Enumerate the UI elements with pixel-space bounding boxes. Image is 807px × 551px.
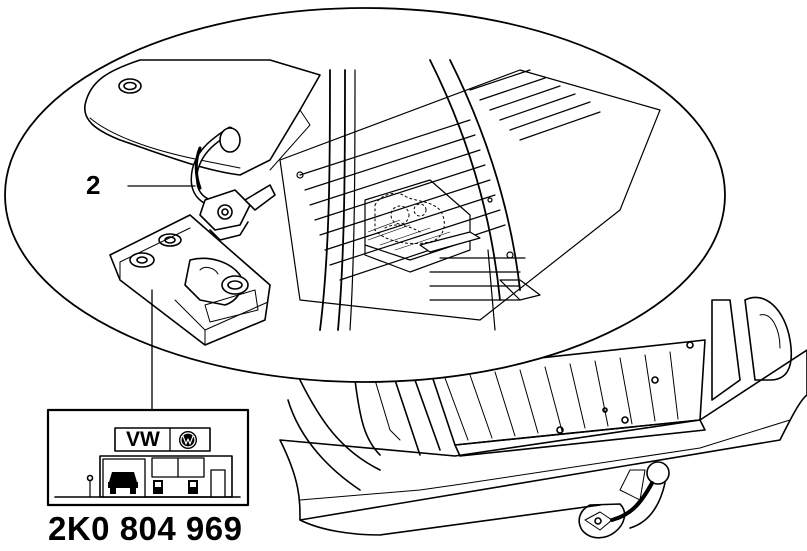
jack-tool xyxy=(199,184,276,241)
vehicle-rear xyxy=(279,296,807,536)
screw-icon xyxy=(118,78,142,94)
foam-tool-tray xyxy=(109,214,271,346)
trim-cover xyxy=(84,59,321,176)
dealer-sign-text: VW xyxy=(126,428,160,451)
tow-hitch xyxy=(578,461,670,539)
part-number: 2K0 804 969 xyxy=(48,510,243,547)
floor-detail xyxy=(279,59,661,331)
tow-ball xyxy=(646,461,670,485)
nut-icon xyxy=(217,204,233,220)
detail-magnifier xyxy=(4,7,726,383)
dealer-icon xyxy=(46,408,250,507)
callout-label-2: 2 xyxy=(86,170,101,200)
